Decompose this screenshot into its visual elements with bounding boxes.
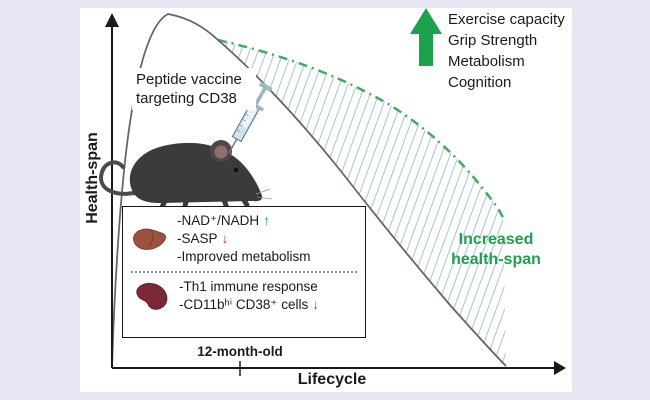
mouse-eye bbox=[233, 167, 239, 173]
extended-healthspan-curve bbox=[217, 38, 505, 219]
vaccine-label: Peptide vaccine targeting CD38 bbox=[132, 68, 256, 110]
increased-healthspan-label: Increased health-span bbox=[436, 230, 556, 270]
effect-item: -Th1 immune response bbox=[179, 279, 318, 294]
spleen-icon bbox=[136, 282, 168, 310]
effect-item: -Improved metabolism bbox=[177, 249, 311, 264]
increase-arrow-icon bbox=[410, 8, 442, 66]
syringe-icon bbox=[228, 81, 273, 154]
mouse-illustration bbox=[99, 140, 273, 213]
spleen-effects-row: -Th1 immune response -CD11bʰⁱ CD38⁺ cell… bbox=[131, 278, 357, 314]
mouse-whiskers bbox=[255, 188, 273, 200]
liver-icon bbox=[133, 228, 167, 250]
hatched-gain-area bbox=[218, 40, 506, 366]
y-axis-label: Health-span bbox=[84, 132, 101, 224]
liver-effects-items: -NAD⁺/NADH↑ -SASP↓ -Improved metabolism bbox=[177, 212, 357, 266]
increased-healthspan-line2: health-span bbox=[451, 251, 541, 268]
benefit-line: Exercise capacity bbox=[448, 11, 565, 28]
y-axis bbox=[105, 13, 119, 368]
effect-item: -CD11bʰⁱ CD38⁺ cells↓ bbox=[179, 297, 320, 312]
liver-effects-row: -NAD⁺/NADH↑ -SASP↓ -Improved metabolism bbox=[131, 212, 357, 266]
x-axis bbox=[112, 361, 566, 375]
down-arrow: ↓ bbox=[312, 297, 320, 312]
vaccine-label-line2: targeting CD38 bbox=[136, 90, 237, 107]
dotted-divider bbox=[131, 271, 357, 273]
organ-effects-box: -NAD⁺/NADH↑ -SASP↓ -Improved metabolism … bbox=[122, 206, 366, 338]
mouse-body bbox=[129, 142, 263, 203]
x-tick-label: 12-month-old bbox=[197, 344, 283, 359]
benefits-list: Exercise capacity Grip Strength Metaboli… bbox=[448, 9, 573, 93]
effect-item: -NAD⁺/NADH↑ bbox=[177, 213, 270, 228]
x-axis-label: Lifecycle bbox=[297, 371, 367, 388]
benefit-line: Metabolism bbox=[448, 53, 525, 70]
healthspan-curve bbox=[111, 13, 507, 369]
benefit-line: Grip Strength bbox=[448, 32, 538, 49]
vaccine-label-line1: Peptide vaccine bbox=[136, 71, 242, 88]
spleen-effects-items: -Th1 immune response -CD11bʰⁱ CD38⁺ cell… bbox=[179, 278, 357, 314]
mouse-tail bbox=[99, 160, 142, 196]
increased-healthspan-line1: Increased bbox=[458, 231, 534, 248]
effect-item: -SASP↓ bbox=[177, 231, 229, 246]
down-arrow: ↓ bbox=[221, 231, 229, 246]
mouse-inner-ear bbox=[214, 145, 228, 159]
benefit-line: Cognition bbox=[448, 74, 512, 91]
up-arrow: ↑ bbox=[263, 213, 270, 228]
